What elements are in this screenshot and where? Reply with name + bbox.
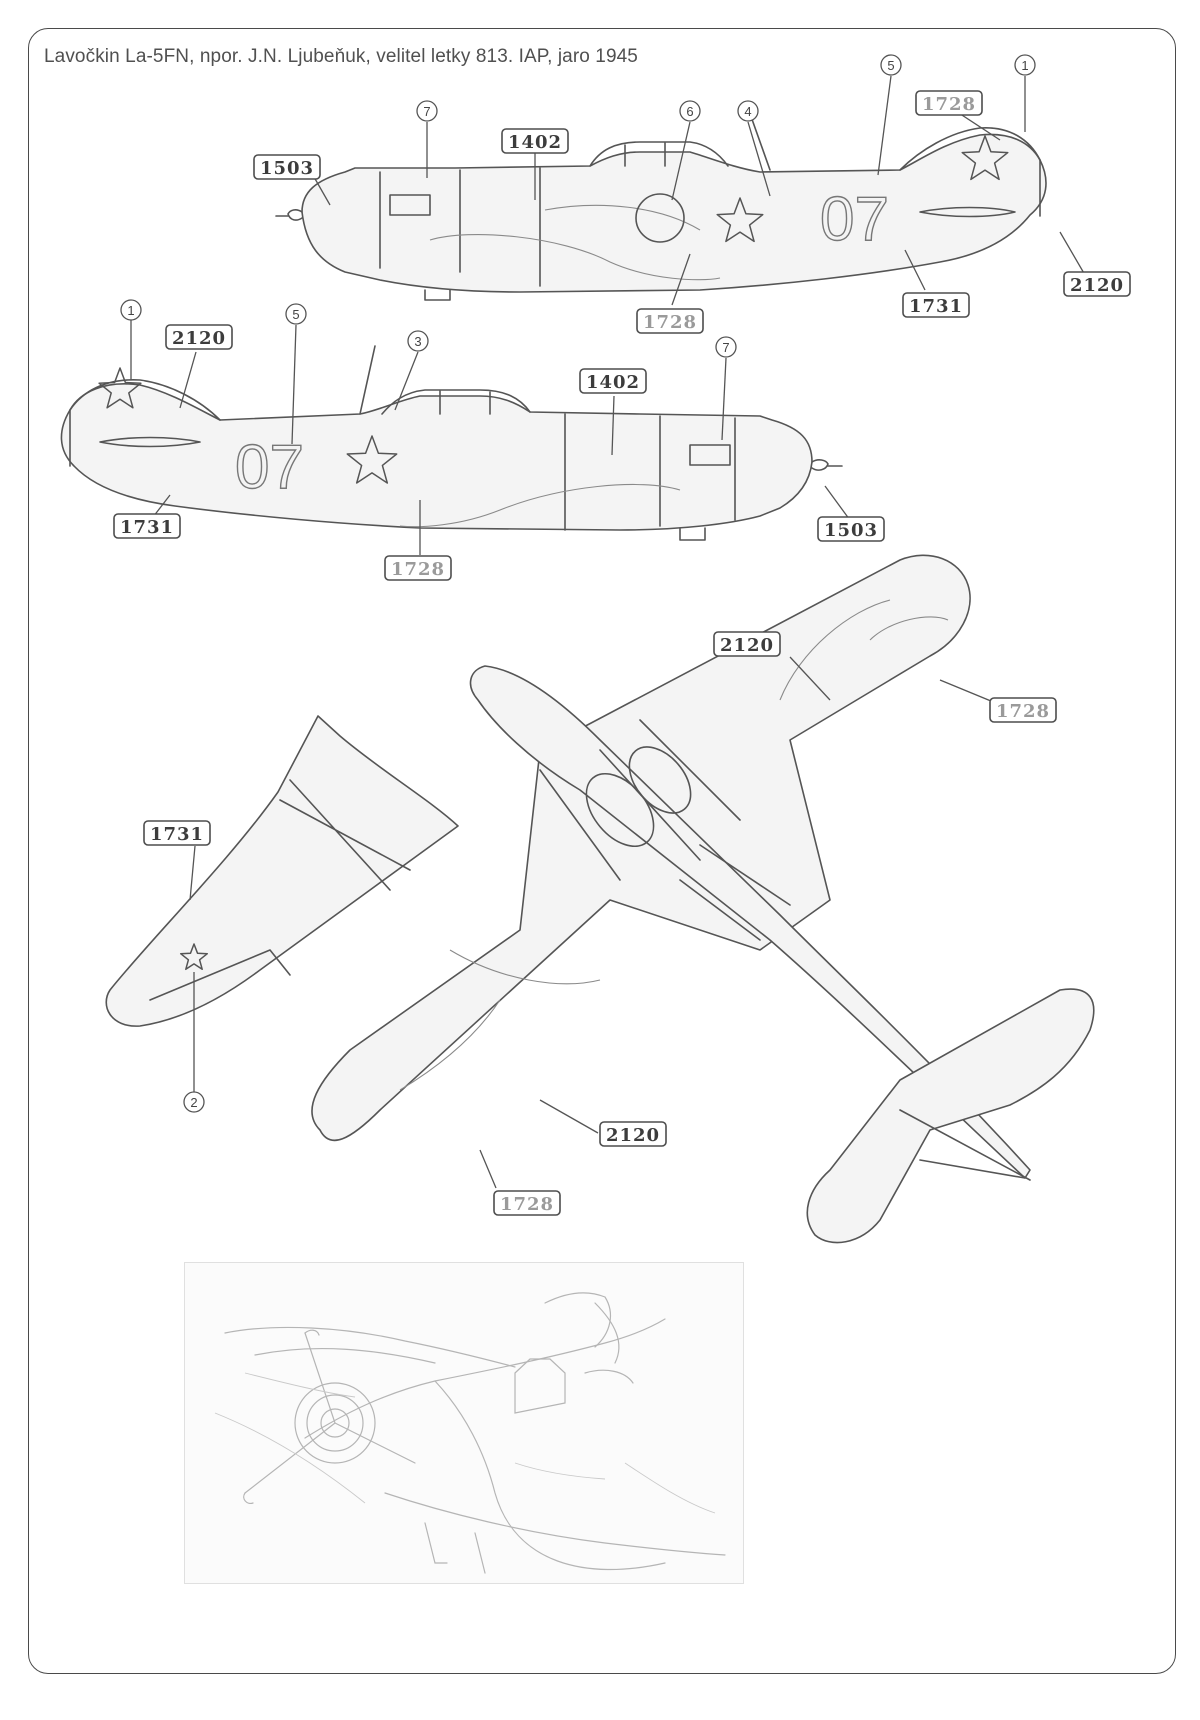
code-label-1728-plan-upper: 1728 <box>989 697 1057 723</box>
aircraft-photo-sketch <box>184 1262 744 1584</box>
tail-number-right: 07 <box>235 433 304 502</box>
svg-text:2120: 2120 <box>720 635 774 656</box>
svg-text:1503: 1503 <box>260 158 314 179</box>
svg-text:2120: 2120 <box>1070 275 1124 296</box>
code-label-1503-top: 1503 <box>253 154 321 180</box>
svg-text:1402: 1402 <box>508 132 562 153</box>
spinner-right <box>811 459 829 471</box>
exhaust-stacks-right <box>689 444 731 466</box>
cowling-panel-right <box>564 413 736 531</box>
canopy-right <box>381 389 531 415</box>
star-fuselage-right <box>346 435 398 484</box>
star-fuselage-left <box>716 197 764 243</box>
code-label-1731-second: 1731 <box>113 513 181 539</box>
code-label-2120-plan-upper: 2120 <box>713 631 781 657</box>
star-wing-upper <box>179 943 209 971</box>
marker-7-top: 7 <box>416 100 438 122</box>
code-label-1728-second: 1728 <box>384 555 452 581</box>
svg-text:6: 6 <box>686 104 693 119</box>
tail-number-left: 07 <box>820 185 889 254</box>
svg-text:1731: 1731 <box>120 517 174 538</box>
plan-view-underside <box>311 554 1095 1244</box>
code-label-1503-second: 1503 <box>817 516 885 542</box>
fuselage-outline-right <box>60 383 813 531</box>
svg-text:1731: 1731 <box>909 296 963 317</box>
code-label-2120-top: 2120 <box>1063 271 1131 297</box>
star-tail-left <box>961 135 1009 181</box>
svg-text:1728: 1728 <box>643 312 697 333</box>
landing-gear-left <box>424 289 451 301</box>
code-label-1728-top-wingroot: 1728 <box>636 308 704 334</box>
tailplane-left <box>919 206 1016 218</box>
svg-text:2120: 2120 <box>172 328 226 349</box>
marker-5-second: 5 <box>285 303 307 325</box>
marker-1-top: 1 <box>1014 54 1036 76</box>
svg-text:1728: 1728 <box>500 1194 554 1215</box>
guards-emblem-left <box>635 193 685 243</box>
svg-text:7: 7 <box>423 104 430 119</box>
svg-text:2120: 2120 <box>606 1125 660 1146</box>
code-label-2120-plan-lower: 2120 <box>599 1121 667 1147</box>
fuselage-outline-left <box>301 133 1047 293</box>
spinner-left <box>287 209 303 221</box>
fin-right <box>69 379 221 421</box>
photo-sketch-drawing <box>214 1292 726 1574</box>
wing-upper-outline <box>105 715 459 1027</box>
page-frame <box>28 28 1176 1674</box>
svg-text:3: 3 <box>414 334 421 349</box>
wing-upper-detail <box>105 715 459 1027</box>
svg-text:1: 1 <box>1021 58 1028 73</box>
svg-text:1: 1 <box>127 303 134 318</box>
marker-7-second: 7 <box>715 336 737 358</box>
code-label-1402-top: 1402 <box>501 128 569 154</box>
code-label-1728-plan-lower: 1728 <box>493 1190 561 1216</box>
marker-5-top: 5 <box>880 54 902 76</box>
marker-6-top: 6 <box>679 100 701 122</box>
svg-text:1503: 1503 <box>824 520 878 541</box>
svg-text:1402: 1402 <box>586 372 640 393</box>
wing-outline-plan <box>311 554 971 1142</box>
profile-left-side: 07 <box>275 107 1047 301</box>
svg-text:1728: 1728 <box>391 559 445 580</box>
exhaust-stacks-left <box>389 194 431 216</box>
code-label-1731-wing: 1731 <box>143 820 211 846</box>
marker-4-top: 4 <box>737 100 759 122</box>
page-title: Lavočkin La-5FN, npor. J.N. Ljubeňuk, ve… <box>44 46 638 67</box>
svg-text:7: 7 <box>722 340 729 355</box>
svg-text:4: 4 <box>744 104 751 119</box>
marker-1-second: 1 <box>120 299 142 321</box>
svg-text:1731: 1731 <box>150 824 204 845</box>
marker-3-second: 3 <box>407 330 429 352</box>
star-tail-right <box>98 367 142 409</box>
canopy-left <box>589 141 729 167</box>
landing-gear-right <box>679 527 706 541</box>
tailplane-plan <box>806 988 1095 1244</box>
svg-text:5: 5 <box>887 58 894 73</box>
profile-right-side: 07 <box>60 345 843 541</box>
svg-text:1728: 1728 <box>922 94 976 115</box>
marker-2-wing: 2 <box>183 1091 205 1113</box>
fin-left <box>899 127 1041 171</box>
code-label-1731-top: 1731 <box>902 292 970 318</box>
code-label-1402-second: 1402 <box>579 368 647 394</box>
code-label-1728-top-fin: 1728 <box>915 90 983 116</box>
antenna-mast-right <box>359 345 376 415</box>
svg-text:2: 2 <box>190 1095 197 1110</box>
code-label-2120-second: 2120 <box>165 324 233 350</box>
cowling-panel-left <box>379 167 541 287</box>
tailplane-right <box>99 436 201 448</box>
svg-text:1728: 1728 <box>996 701 1050 722</box>
svg-text:5: 5 <box>292 307 299 322</box>
